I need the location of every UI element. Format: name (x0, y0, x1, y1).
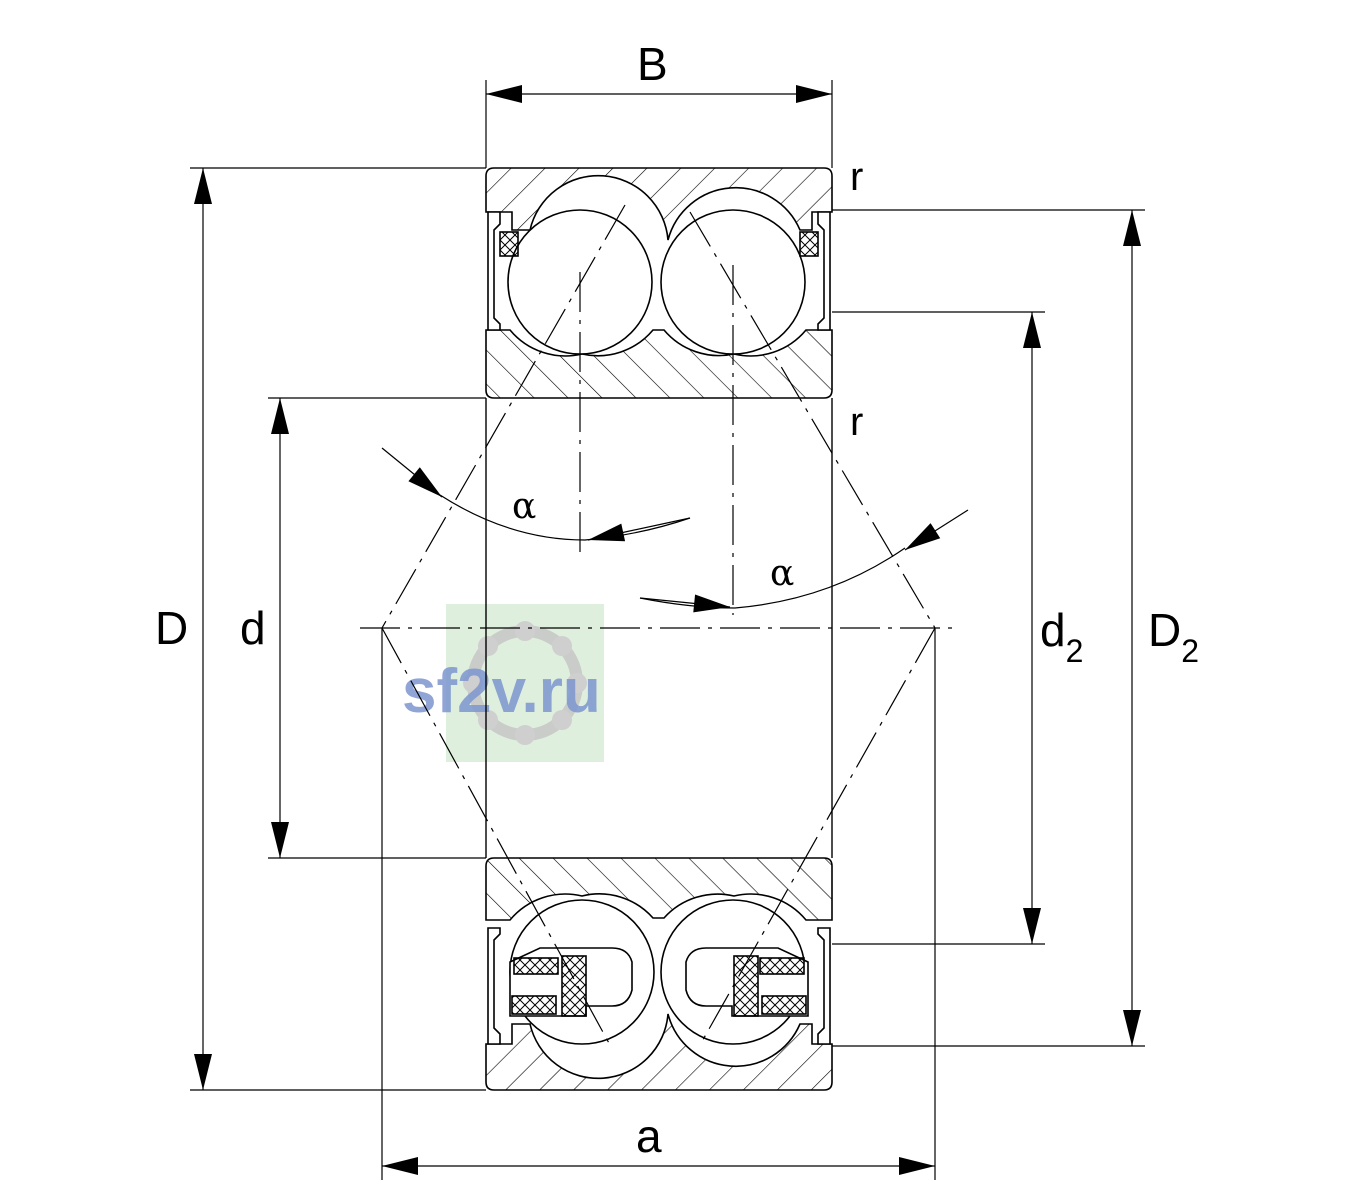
label-r-inner: r (850, 400, 863, 444)
upper-seal-right (817, 211, 831, 331)
label-alpha-left: α (512, 486, 536, 527)
label-r-top: r (850, 155, 863, 199)
upper-section (485, 167, 833, 399)
label-d2: d2 (1040, 604, 1083, 669)
dim-d2 (832, 311, 1045, 945)
dim-D (190, 167, 486, 1091)
watermark-text: sf2v.ru (402, 657, 601, 726)
lower-seal-left (487, 927, 501, 1045)
dim-B (485, 80, 833, 168)
dim-d (268, 397, 486, 859)
watermark: sf2v.ru (402, 604, 604, 762)
dim-D2 (832, 209, 1145, 1047)
angle-left (381, 447, 691, 542)
upper-seal-left (487, 211, 501, 331)
lower-section (485, 857, 833, 1091)
lower-inner-ring (485, 857, 833, 921)
dim-a (381, 628, 936, 1180)
label-alpha-right: α (770, 553, 794, 594)
label-B: B (637, 38, 668, 90)
label-d: d (240, 602, 266, 654)
center-lines (360, 204, 955, 1046)
angle-right (639, 509, 969, 613)
label-a: a (636, 1110, 662, 1162)
label-D: D (155, 602, 188, 654)
lower-seal-right (817, 927, 831, 1045)
lower-outer-ring (485, 1013, 833, 1091)
label-D2: D2 (1148, 604, 1199, 669)
